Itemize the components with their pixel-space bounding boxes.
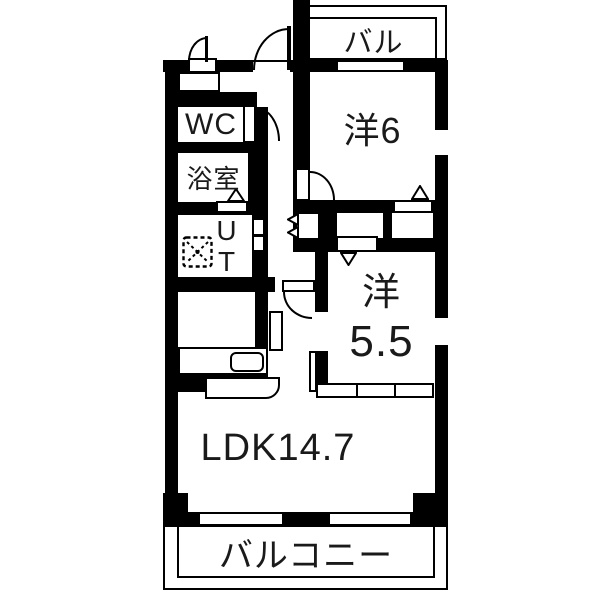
bifold-door-marker — [287, 213, 299, 226]
hall-closet-interior — [297, 214, 318, 238]
room-label-balcony-bottom: バルコニー — [218, 536, 394, 575]
window-opening — [435, 318, 448, 345]
window-opening — [200, 514, 282, 524]
utility-door-panel — [252, 218, 265, 236]
bifold-door-marker — [287, 226, 299, 239]
room-label-western-5-5-size: 5.5 — [349, 317, 414, 366]
window-opening — [435, 130, 448, 155]
wall-segment — [435, 60, 448, 523]
door-leaf — [295, 168, 310, 201]
door-leaf — [282, 280, 315, 292]
folding-door-marker — [411, 185, 429, 200]
sliding-door-panel — [309, 351, 317, 392]
door-leaf — [243, 105, 256, 143]
wall-segment — [165, 92, 257, 107]
closet-interior — [337, 213, 383, 238]
sliding-door-panel — [356, 383, 396, 398]
door-swing-arc — [283, 292, 312, 319]
room-label-utility: UT — [211, 215, 242, 277]
folding-door-marker — [227, 188, 245, 202]
washing-machine-icon — [182, 236, 213, 268]
wall-segment — [293, 0, 310, 213]
balcony-bottom-inner-rail — [177, 525, 435, 578]
room-label-balcony-top: バル — [343, 27, 404, 59]
serving-counter — [205, 377, 280, 399]
closet-door — [336, 236, 378, 252]
room-label-wc: WC — [185, 107, 237, 141]
room-label-bathroom: 浴室 — [186, 163, 241, 194]
door-swing-arc — [310, 171, 335, 200]
door-leaf — [269, 311, 283, 351]
entrance-door-leaf — [287, 26, 291, 70]
balcony-bottom-rail — [163, 525, 448, 590]
wall-segment — [255, 278, 268, 352]
storage-door-leaf — [205, 36, 208, 62]
window-opening — [330, 514, 410, 524]
closet-interior — [392, 213, 433, 238]
closet-door — [393, 200, 433, 213]
wall-segment — [413, 493, 448, 525]
door-swing-arc — [256, 107, 280, 141]
balcony-top-inner-rail — [310, 17, 437, 60]
window-opening — [338, 62, 403, 70]
bath-door — [216, 201, 248, 213]
door-swing-arc — [253, 28, 289, 70]
balcony-top-rail — [302, 5, 447, 60]
entrance-step — [178, 72, 220, 92]
wall-segment — [165, 142, 255, 153]
wall-segment — [163, 493, 188, 525]
kitchen-sink — [230, 352, 264, 372]
sliding-door-panel — [394, 383, 434, 398]
room-label-western-6: 洋6 — [343, 110, 402, 151]
door-opening — [315, 312, 328, 351]
room-label-ldk: LDK14.7 — [200, 426, 356, 469]
sliding-door-panel — [316, 383, 358, 398]
room-label-western-5-5-name: 洋 — [361, 271, 401, 314]
wall-segment — [165, 277, 275, 292]
utility-door-panel — [252, 235, 265, 252]
folding-door-marker — [340, 252, 357, 266]
wall-segment — [165, 60, 178, 525]
